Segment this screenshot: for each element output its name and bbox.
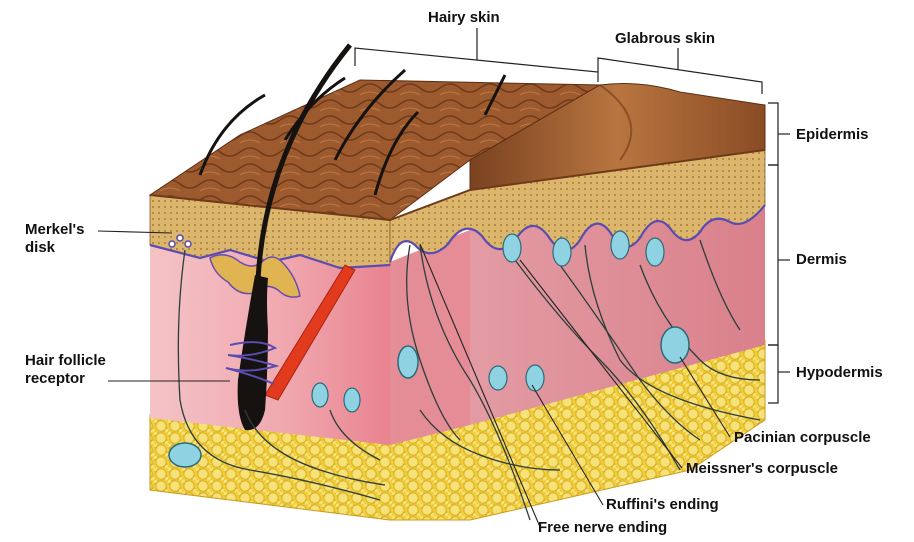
- ruffini-ending-label: Ruffini's ending: [606, 496, 719, 514]
- hypodermis-label: Hypodermis: [796, 364, 883, 382]
- hair-follicle-receptor-label: Hair follicle receptor: [25, 352, 106, 388]
- pacinian-corpuscle-label: Pacinian corpuscle: [734, 429, 871, 447]
- meissner-corpuscle-label: Meissner's corpuscle: [686, 460, 838, 478]
- epidermis-label: Epidermis: [796, 126, 869, 144]
- dermis-label: Dermis: [796, 251, 847, 269]
- layer-brackets: [768, 103, 790, 403]
- hairy-skin-label: Hairy skin: [428, 9, 500, 27]
- free-nerve-ending-label: Free nerve ending: [538, 519, 667, 537]
- glabrous-skin-label: Glabrous skin: [615, 30, 715, 48]
- merkel-disk-label: Merkel's disk: [25, 221, 84, 257]
